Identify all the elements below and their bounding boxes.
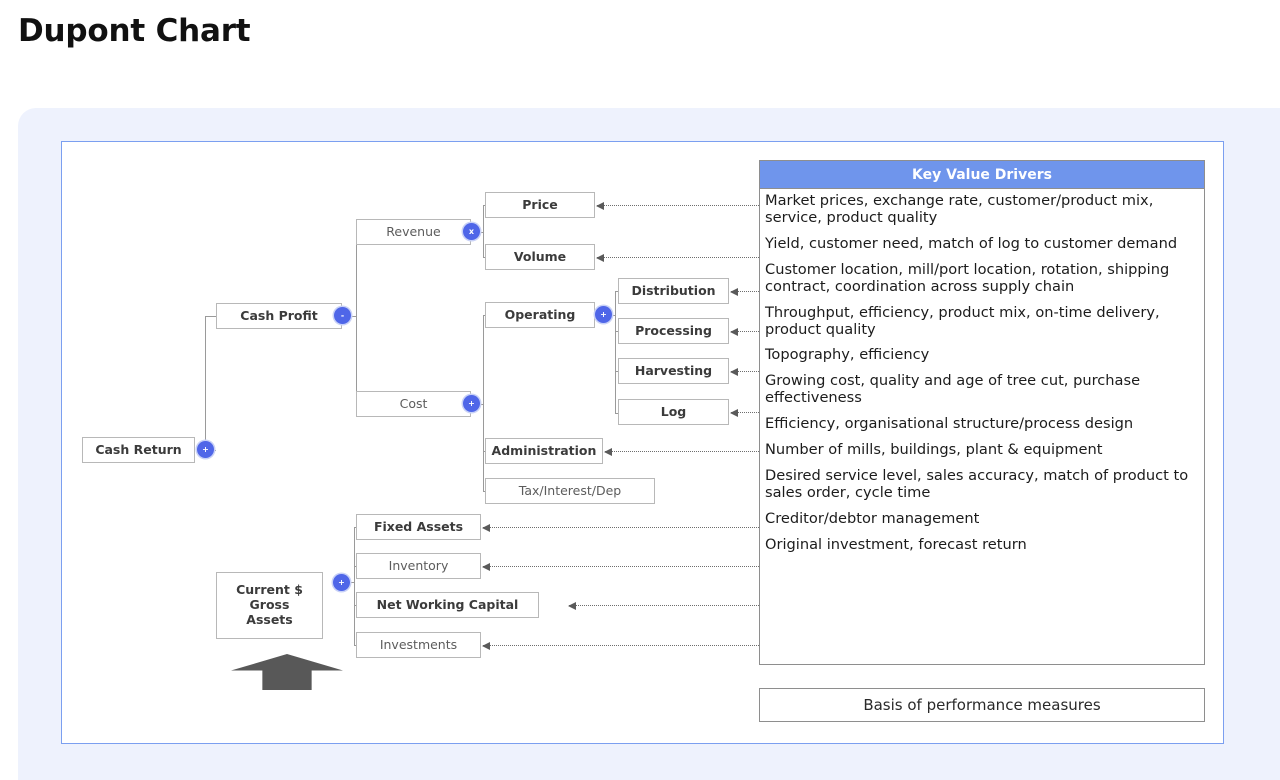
operator-symbol: +	[338, 578, 345, 587]
key-value-drivers-header: Key Value Drivers	[760, 161, 1204, 189]
node-volume[interactable]: Volume	[485, 244, 595, 270]
tree-line	[615, 291, 616, 413]
operator-symbol: +	[202, 445, 209, 454]
operator-symbol: x	[468, 227, 475, 236]
driver-row: Creditor/debtor management	[765, 509, 980, 527]
driver-link-processing	[730, 327, 759, 336]
arrow-left-icon	[730, 287, 738, 296]
node-harvesting[interactable]: Harvesting	[618, 358, 729, 384]
driver-row: Original investment, forecast return	[765, 535, 1027, 553]
node-cash-profit[interactable]: Cash Profit	[216, 303, 342, 329]
tree-line	[354, 527, 355, 645]
node-net-working-capital[interactable]: Net Working Capital	[356, 592, 539, 618]
arrow-left-icon	[568, 601, 576, 610]
operator-symbol: +	[468, 399, 475, 408]
arrow-left-icon	[482, 641, 490, 650]
driver-row: Market prices, exchange rate, customer/p…	[765, 192, 1154, 226]
driver-link-administration	[604, 447, 759, 456]
node-operating[interactable]: Operating	[485, 302, 595, 328]
node-current-gross-assets[interactable]: Current $ Gross Assets	[216, 572, 323, 639]
node-inventory[interactable]: Inventory	[356, 553, 481, 579]
driver-row: Customer location, mill/port location, r…	[765, 260, 1170, 295]
node-label: Inventory	[388, 557, 449, 573]
arrow-left-icon	[730, 367, 738, 376]
dupont-diagram-panel: Cash Return + Cash Profit - Current $ Gr…	[61, 141, 1224, 744]
operator-dot-cost: +	[463, 395, 480, 412]
arrow-left-icon	[596, 201, 604, 210]
tree-line	[356, 232, 357, 404]
node-price[interactable]: Price	[485, 192, 595, 218]
driver-link-fixed-assets	[482, 523, 759, 532]
driver-row: Throughput, efficiency, product mix, on-…	[765, 303, 1160, 338]
operator-symbol: -	[340, 311, 345, 320]
page-title: Dupont Chart	[18, 13, 251, 49]
node-distribution[interactable]: Distribution	[618, 278, 729, 304]
node-processing[interactable]: Processing	[618, 318, 729, 344]
driver-link-harvesting	[730, 367, 759, 376]
operator-symbol: +	[600, 310, 607, 319]
key-value-drivers-panel: Key Value Drivers Market prices, exchang…	[759, 160, 1205, 665]
node-fixed-assets[interactable]: Fixed Assets	[356, 514, 481, 540]
node-cost[interactable]: Cost	[356, 391, 471, 417]
driver-link-log	[730, 408, 759, 417]
basis-of-performance-measures-box: Basis of performance measures	[759, 688, 1205, 722]
operator-dot-revenue: x	[463, 223, 480, 240]
driver-row: Growing cost, quality and age of tree cu…	[765, 372, 1141, 407]
arrow-left-icon	[604, 447, 612, 456]
driver-link-price	[596, 201, 759, 210]
node-label: Log	[660, 403, 687, 419]
node-label: Administration	[491, 442, 597, 458]
arrow-left-icon	[482, 562, 490, 571]
driver-row: Yield, customer need, match of log to cu…	[765, 234, 1178, 252]
node-cash-return[interactable]: Cash Return	[82, 437, 195, 463]
driver-link-net-working-capital	[568, 601, 759, 610]
node-label: Operating	[504, 306, 576, 322]
node-label: Cash Return	[95, 441, 182, 457]
operator-dot-cash-profit: -	[334, 307, 351, 324]
arrow-left-icon	[730, 408, 738, 417]
node-label: Current $ Gross Assets	[236, 582, 303, 627]
driver-link-investments	[482, 641, 759, 650]
node-label: Distribution	[631, 282, 716, 298]
node-administration[interactable]: Administration	[485, 438, 603, 464]
operator-dot-operating: +	[595, 306, 612, 323]
operator-dot-current-gross-assets: +	[333, 574, 350, 591]
operator-dot-cash-return: +	[197, 441, 214, 458]
arrow-left-icon	[482, 523, 490, 532]
node-label: Net Working Capital	[376, 596, 519, 612]
driver-link-distribution	[730, 287, 759, 296]
driver-link-volume	[596, 253, 759, 262]
tree-line	[483, 315, 484, 491]
node-log[interactable]: Log	[618, 399, 729, 425]
up-arrow-icon	[231, 654, 343, 690]
node-label: Price	[522, 196, 558, 212]
node-label: Volume	[513, 248, 567, 264]
tree-line	[205, 316, 216, 317]
node-label: Cost	[399, 395, 428, 411]
driver-row: Number of mills, buildings, plant & equi…	[765, 441, 1103, 459]
node-label: Fixed Assets	[373, 518, 464, 534]
node-label: Tax/Interest/Dep	[518, 482, 622, 498]
driver-link-inventory	[482, 562, 759, 571]
driver-row: Efficiency, organisational structure/pro…	[765, 415, 1134, 433]
node-investments[interactable]: Investments	[356, 632, 481, 658]
node-label: Investments	[379, 636, 458, 652]
tree-line	[205, 316, 206, 451]
node-revenue[interactable]: Revenue	[356, 219, 471, 245]
node-tax-interest-dep[interactable]: Tax/Interest/Dep	[485, 478, 655, 504]
key-value-drivers-list: Market prices, exchange rate, customer/p…	[760, 189, 1204, 554]
driver-row: Topography, efficiency	[765, 346, 930, 364]
node-label: Processing	[635, 322, 712, 338]
basis-label: Basis of performance measures	[863, 696, 1101, 714]
arrow-left-icon	[730, 327, 738, 336]
node-label: Cash Profit	[240, 307, 318, 323]
arrow-left-icon	[596, 253, 604, 262]
node-label: Harvesting	[634, 362, 713, 378]
driver-row: Desired service level, sales accuracy, m…	[765, 467, 1189, 501]
node-label: Revenue	[386, 223, 441, 239]
tree-line	[483, 205, 484, 257]
